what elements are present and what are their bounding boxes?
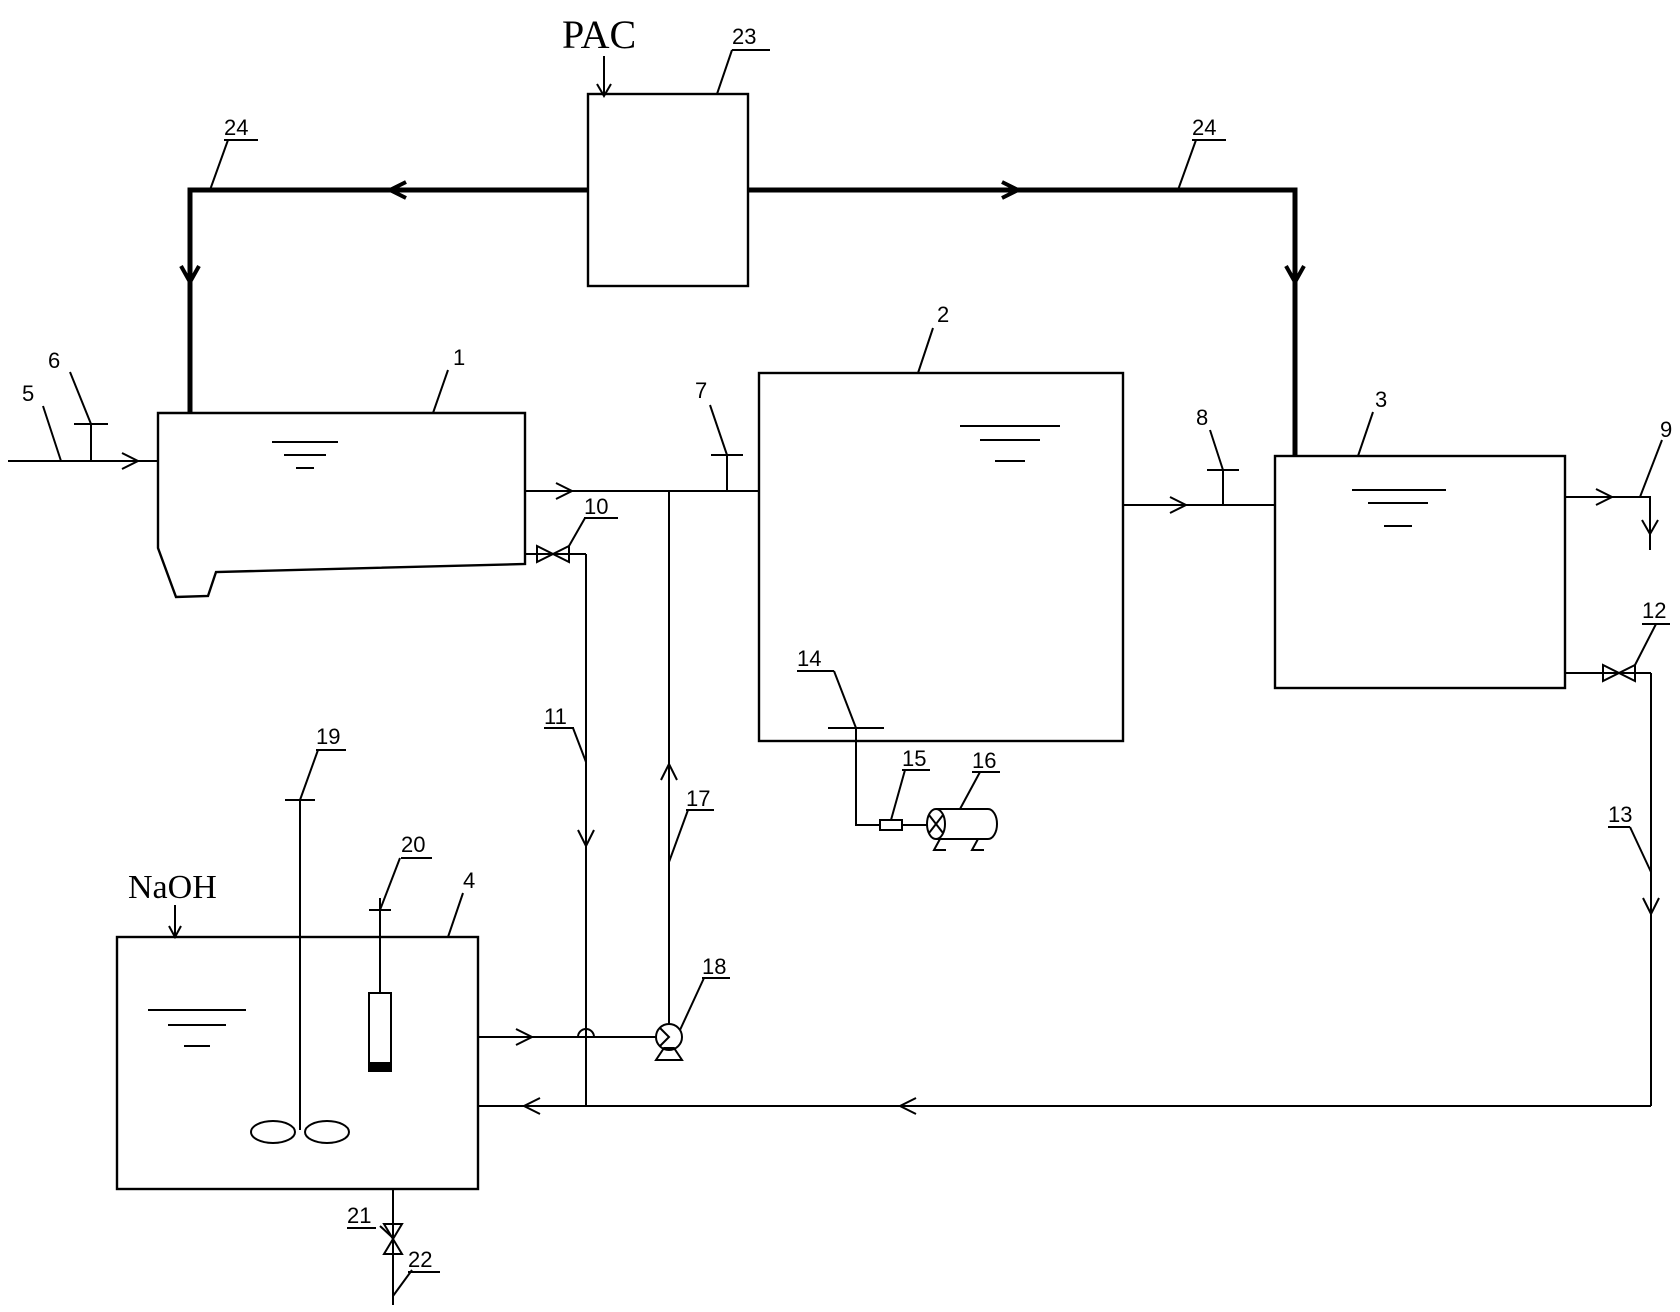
tank-2 xyxy=(757,371,1125,743)
pac-dosing-unit: PAC xyxy=(562,12,750,288)
label-14: 14 xyxy=(797,646,821,671)
pipe-tank1-to-tank2 xyxy=(525,454,759,500)
label-5: 5 xyxy=(22,381,34,406)
sludge-line-tank1 xyxy=(525,544,595,1106)
tank-1-body xyxy=(156,411,527,599)
label-22: 22 xyxy=(408,1247,432,1272)
naoh-label: NaOH xyxy=(128,869,217,906)
label-24-left: 24 xyxy=(224,115,248,140)
label-1: 1 xyxy=(453,345,465,370)
label-21: 21 xyxy=(347,1203,371,1228)
water-level-icon xyxy=(272,441,338,469)
label-4: 4 xyxy=(463,868,475,893)
label-7: 7 xyxy=(695,378,707,403)
label-9: 9 xyxy=(1660,417,1672,442)
arrow-right-icon xyxy=(555,482,575,500)
label-underlines xyxy=(224,49,1670,1273)
pipe-tank2-to-tank3 xyxy=(1123,469,1275,514)
water-level-icon xyxy=(148,1009,246,1047)
label-2: 2 xyxy=(937,302,949,327)
tank-3-body xyxy=(1273,454,1567,690)
arrow-left-icon xyxy=(521,1097,541,1115)
pipe-crossover xyxy=(577,1028,595,1038)
label-8: 8 xyxy=(1196,405,1208,430)
flowmeter-15 xyxy=(879,819,903,831)
outlet-pipe xyxy=(1565,488,1659,550)
water-level-icon xyxy=(1352,489,1446,527)
label-20: 20 xyxy=(401,832,425,857)
tank-2-body xyxy=(757,371,1125,743)
label-12: 12 xyxy=(1642,598,1666,623)
label-18: 18 xyxy=(702,954,726,979)
pac-distribution-pipe xyxy=(179,180,1306,456)
arrow-right-icon xyxy=(1595,488,1615,506)
arrow-down-icon xyxy=(1642,897,1660,917)
drain-line xyxy=(382,1189,404,1305)
label-10: 10 xyxy=(584,494,608,519)
water-level-icon xyxy=(960,425,1060,462)
pac-pipe-right xyxy=(748,187,1298,456)
arrow-down-icon xyxy=(577,829,595,849)
arrow-left-icon xyxy=(897,1097,917,1115)
arrow-up-icon xyxy=(660,761,678,781)
label-13: 13 xyxy=(1608,802,1632,827)
arrow-right-icon xyxy=(515,1028,535,1046)
component-labels: 1 2 3 4 5 6 7 8 9 10 11 12 13 14 15 16 1… xyxy=(22,24,1672,1272)
stirrer-19 xyxy=(250,799,350,1144)
label-16: 16 xyxy=(972,748,996,773)
label-3: 3 xyxy=(1375,387,1387,412)
label-17: 17 xyxy=(686,786,710,811)
pac-pipe-left xyxy=(187,187,588,412)
inlet-pipe xyxy=(8,423,158,470)
arrow-left-icon xyxy=(385,180,407,200)
tank-4: NaOH xyxy=(115,799,480,1191)
pac-feed-arrow xyxy=(596,83,612,98)
label-6: 6 xyxy=(48,348,60,373)
aeration-system xyxy=(828,727,998,851)
pac-label: PAC xyxy=(562,12,636,57)
label-15: 15 xyxy=(902,746,926,771)
label-11: 11 xyxy=(544,704,567,729)
sludge-line-tank3 xyxy=(1565,663,1660,1106)
naoh-feed-arrow xyxy=(168,925,182,940)
recycle-line xyxy=(478,491,684,1061)
arrow-right-icon xyxy=(1169,496,1189,514)
valve-21 xyxy=(382,1223,404,1255)
return-line xyxy=(478,1097,1651,1115)
pac-dosing-tank xyxy=(586,92,750,288)
arrow-right-icon xyxy=(121,452,141,470)
arrow-down-icon xyxy=(179,265,201,287)
label-24-right: 24 xyxy=(1192,115,1216,140)
arrow-right-icon xyxy=(1001,180,1023,200)
arrow-down-icon xyxy=(1641,519,1659,537)
label-19: 19 xyxy=(316,724,340,749)
tank-4-body xyxy=(115,935,480,1191)
arrow-down-icon xyxy=(1284,265,1306,287)
tank-1 xyxy=(156,411,527,599)
tank-3 xyxy=(1273,454,1567,690)
label-23: 23 xyxy=(732,24,756,49)
leader-lines xyxy=(42,49,1663,1297)
